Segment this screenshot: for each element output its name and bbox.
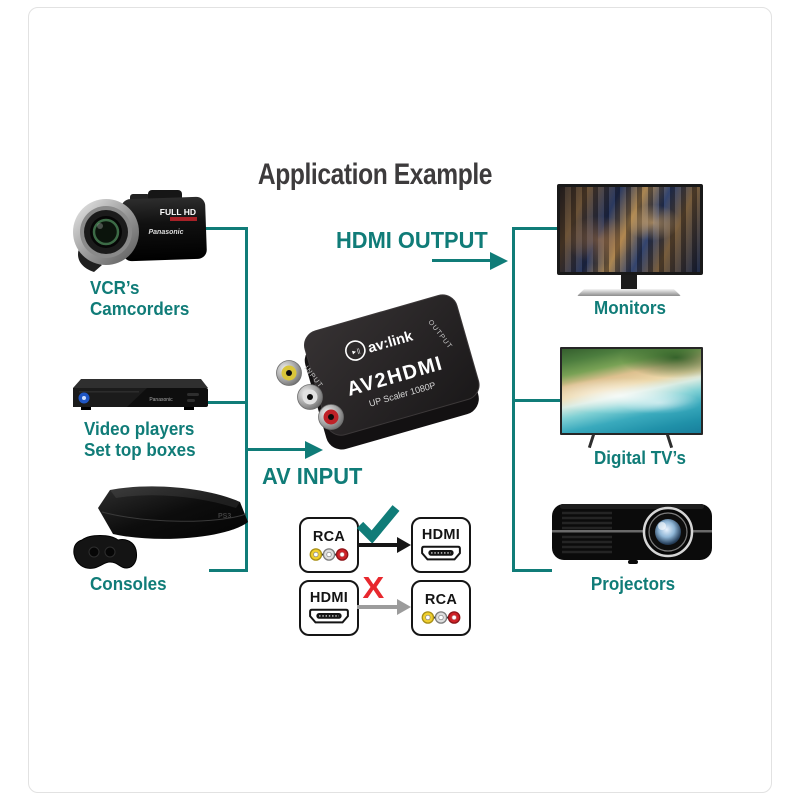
converter-rca-jack-red [318, 404, 344, 430]
monitor-image [557, 184, 703, 297]
digital-tv-label: Digital TV’s [593, 447, 687, 468]
av-input-arrowhead-icon [305, 440, 323, 459]
video-player-label: Video players Set top boxes [84, 418, 196, 460]
video-player-brand-text: Panasonic [149, 397, 173, 403]
converter-graphic: ►|| av:link AV2HDMI UP Scaler 1080P INPU… [276, 294, 480, 450]
rca-to-hdmi-arrow-line [357, 543, 398, 547]
hdmi-target-label: HDMI [421, 527, 461, 543]
camcorder-badge-text: FULL HD [160, 207, 196, 217]
projector-image [550, 498, 715, 568]
avlink-logo-icon [345, 340, 366, 361]
hdmi-connector-icon [309, 608, 349, 624]
digital-tv-image [560, 347, 720, 449]
rca-source-box: RCA [299, 517, 359, 573]
tv-leg-right [665, 433, 674, 449]
video-player-image: Panasonic [69, 367, 209, 413]
cross-icon: X [362, 570, 385, 605]
console-body [98, 486, 248, 539]
projector-connector-line [512, 569, 552, 572]
console-graphic: PS3 [73, 486, 248, 569]
projector-label: Projectors [590, 573, 676, 594]
camcorder-brand-text: Panasonic [148, 229, 183, 236]
rca-to-hdmi-arrowhead-icon [397, 537, 411, 553]
console-controller [73, 535, 137, 569]
camcorder-connector-line [205, 227, 248, 230]
hdmi-to-rca-arrow-line [357, 605, 398, 609]
page-title: Application Example [257, 158, 493, 191]
left-bus-line [245, 227, 248, 572]
monitor-connector-line [512, 227, 557, 230]
hdmi-to-rca-arrowhead-icon [397, 599, 411, 615]
converter-image: ►|| av:link AV2HDMI UP Scaler 1080P INPU… [276, 286, 491, 471]
check-icon [356, 505, 400, 544]
hdmi-target-box: HDMI [411, 517, 471, 573]
monitor-stand-neck [621, 275, 637, 290]
console-connector-line [209, 569, 248, 572]
av-input-arrow-line [245, 448, 307, 451]
camcorder-image: FULL HD Panasonic [70, 188, 210, 273]
tv-leg-left [587, 433, 596, 449]
monitor-stand-base [577, 289, 681, 296]
avlink-logo-glyph: ►|| [351, 348, 362, 356]
projector-vents [562, 511, 612, 554]
rca-connectors-icon [309, 547, 349, 561]
svg-text:PS3: PS3 [218, 513, 231, 520]
camcorder-lens-glass [92, 218, 120, 246]
hdmi-connector-icon [421, 545, 461, 561]
converter-body: ►|| av:link AV2HDMI UP Scaler 1080P [304, 294, 480, 450]
hdmi-output-arrowhead-icon [490, 251, 508, 270]
tv-connector-line [512, 399, 561, 402]
projector-graphic [552, 504, 712, 564]
hdmi-source-label: HDMI [309, 590, 349, 606]
rca-target-label: RCA [424, 591, 458, 608]
camcorder-label: VCR’s Camcorders [90, 277, 190, 319]
monitor-screen [557, 184, 703, 275]
camcorder-body [121, 196, 207, 262]
outer-border [28, 7, 772, 793]
camcorder-graphic: FULL HD Panasonic [73, 190, 207, 272]
console-label: Consoles [90, 573, 167, 594]
rca-target-box: RCA [411, 580, 471, 636]
rca-source-label: RCA [312, 528, 346, 545]
monitor-label: Monitors [594, 297, 666, 318]
hdmi-output-label: HDMI OUTPUT [336, 227, 488, 253]
hdmi-output-arrow-line [432, 259, 492, 262]
video-player-connector-line [206, 401, 248, 404]
rca-connectors-icon [421, 610, 461, 624]
tv-screen [560, 347, 703, 435]
av-input-label: AV INPUT [262, 463, 363, 489]
video-player-graphic: Panasonic [73, 379, 208, 410]
converter-rca-jack-yellow [276, 360, 302, 386]
converter-rca-jack-white [297, 384, 323, 410]
hdmi-source-box: HDMI [299, 580, 359, 636]
console-image: PS3 [58, 478, 263, 578]
